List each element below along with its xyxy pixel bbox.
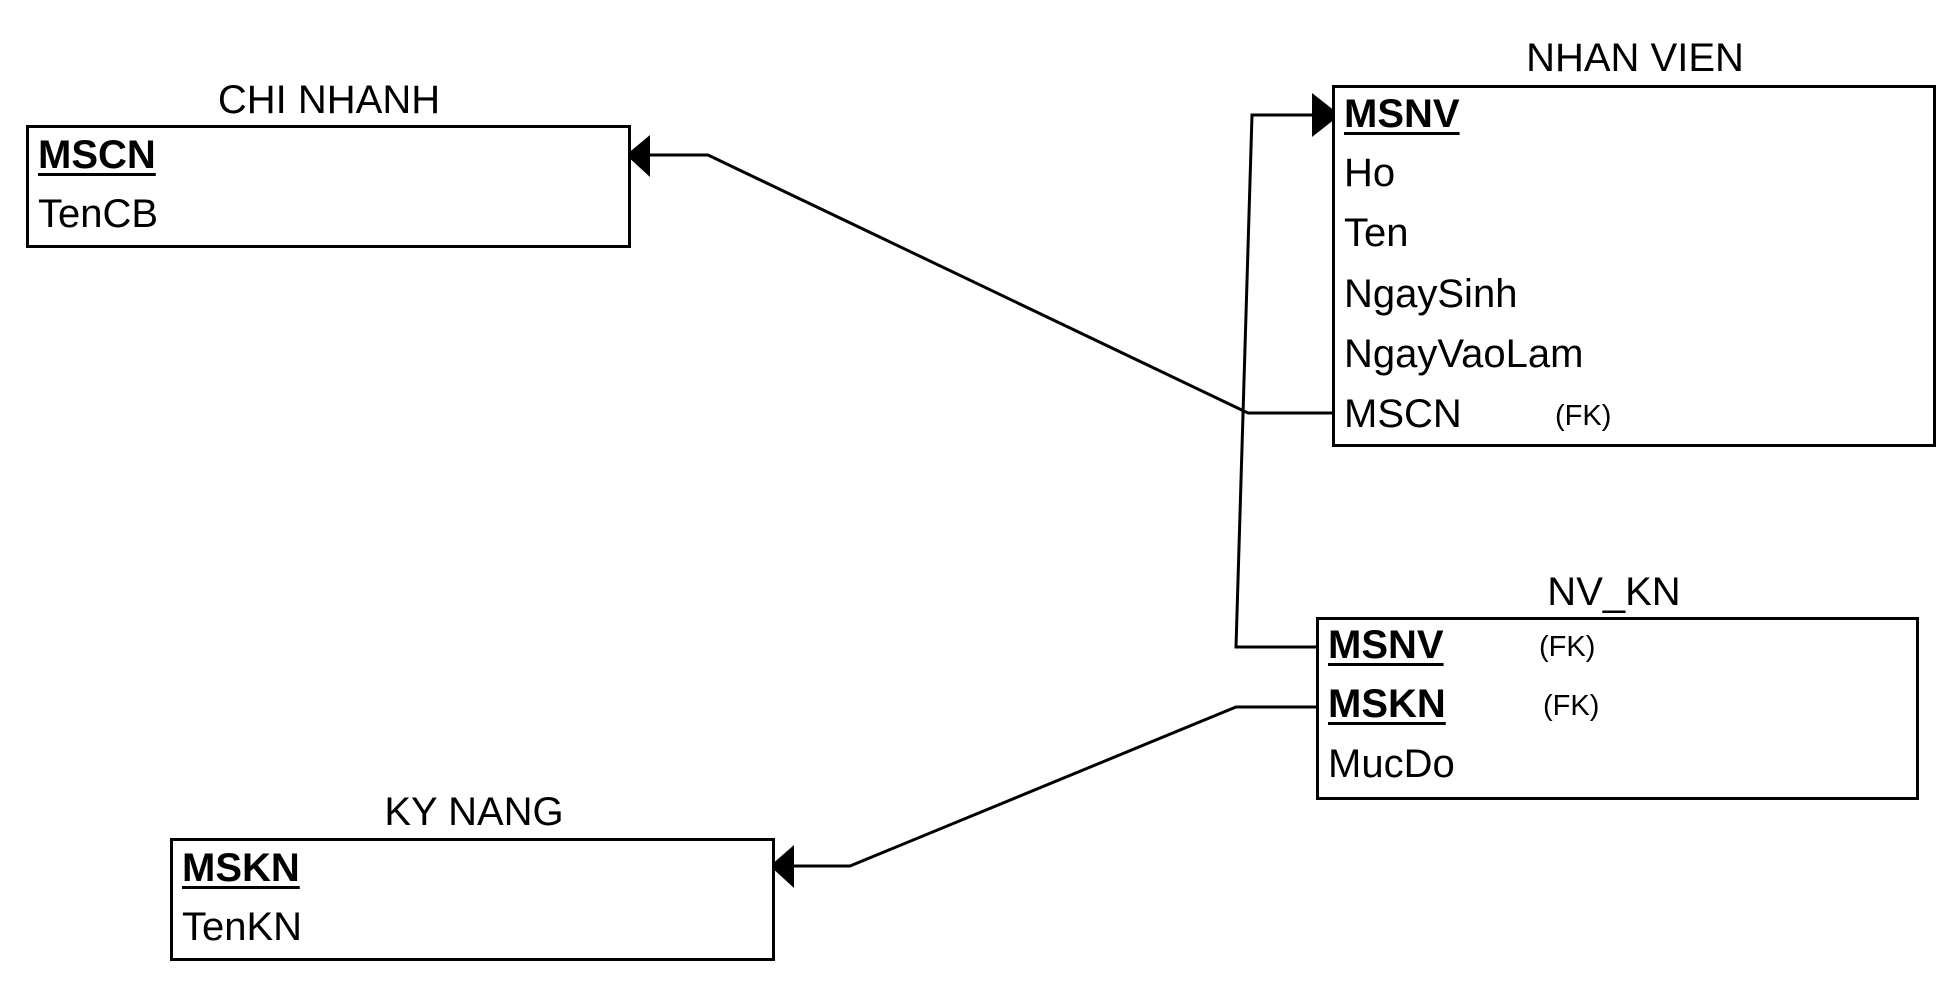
arrowhead-nhanvien bbox=[1312, 93, 1340, 137]
field-mskn-primary-key: MSKN bbox=[182, 846, 300, 890]
field-mscn-primary-key: MSCN bbox=[38, 133, 156, 177]
field-tenkn: TenKN bbox=[182, 905, 303, 949]
entity-ky-nang: MSKN TenKN bbox=[170, 838, 775, 961]
arrowhead-chinhanh bbox=[626, 135, 650, 177]
arrowhead-kynang bbox=[770, 845, 794, 888]
entity-nv-kn: MSNV (FK) MSKN (FK) MucDo bbox=[1316, 617, 1919, 800]
entity-nhan-vien: MSNV Ho Ten NgaySinh NgayVaoLam MSCN (FK… bbox=[1332, 85, 1936, 447]
relation-line-nvkn-kynang bbox=[784, 705, 1318, 868]
field-msnv-primary-key: MSNV bbox=[1344, 92, 1460, 136]
entity-chi-nhanh: MSCN TenCB bbox=[26, 125, 631, 248]
field-mscn-foreign-key: MSCN bbox=[1344, 392, 1462, 436]
relation-line-nhanvien-chinhanh bbox=[640, 153, 1336, 415]
field-msnv-composite-key: MSNV bbox=[1328, 623, 1444, 667]
fk-label-mscn: (FK) bbox=[1555, 400, 1612, 432]
field-mucdo: MucDo bbox=[1328, 742, 1455, 786]
entity-title-nhan-vien: NHAN VIEN bbox=[1526, 36, 1744, 80]
field-mskn-composite-key: MSKN bbox=[1328, 682, 1446, 726]
field-ten: Ten bbox=[1344, 211, 1409, 255]
entity-title-chi-nhanh: CHI NHANH bbox=[217, 78, 441, 122]
field-ngaysinh: NgaySinh bbox=[1344, 272, 1518, 316]
fk-label-msnv: (FK) bbox=[1539, 631, 1596, 663]
field-tencb: TenCB bbox=[38, 192, 159, 236]
field-ngayvaolam: NgayVaoLam bbox=[1344, 332, 1584, 376]
field-ho: Ho bbox=[1344, 151, 1396, 195]
entity-title-nv-kn: NV_KN bbox=[1547, 570, 1681, 614]
relation-line-nvkn-nhanvien bbox=[1234, 113, 1318, 649]
entity-title-ky-nang: KY NANG bbox=[384, 790, 564, 834]
fk-label-mskn: (FK) bbox=[1543, 690, 1600, 722]
